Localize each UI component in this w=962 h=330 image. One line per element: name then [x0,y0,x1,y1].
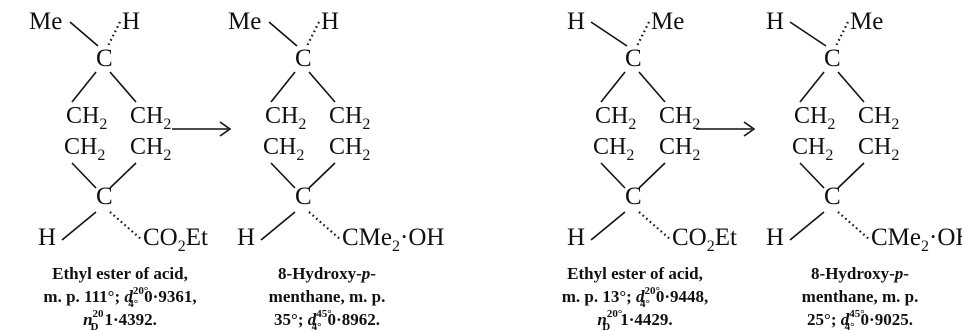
ch2-group: CH2 [329,103,370,133]
methyl-label: Me [228,8,261,35]
bond-line [799,71,825,103]
hashed-bond [835,21,849,47]
hydrogen-label: H [567,224,585,251]
bond-line [308,162,336,189]
structure-ester-b: H Me C CH2 CH2 CH2 CH2 C H CO2Et [567,8,737,255]
hashed-bond [837,211,871,241]
caption-line: Ethyl ester of acid, [567,264,703,283]
hydrogen-label: H [321,8,339,35]
hydrogen-label: H [766,8,784,35]
caption-line: 35°; d45°4°0·8962. [274,308,380,330]
carbon-bottom: C [295,183,312,210]
hydroxy-group: CMe2·OH [871,224,962,255]
structure-ester-a: Me H C CH2 CH2 CH2 CH2 C H CO2Et [29,8,208,255]
hydrogen-label: H [567,8,585,35]
bond-line [260,211,296,241]
hashed-bond [636,21,650,47]
ch2-group: CH2 [858,103,899,133]
caption-line: m. p. 111°; d20°4°0·9361, [43,285,196,310]
ch2-group: CH2 [659,134,700,164]
bond-line [109,162,137,189]
bond-line [270,162,296,189]
bond-line [268,21,298,47]
caption-line: m. p. 13°; d20°4°0·9448, [562,285,709,310]
ch2-group: CH2 [66,103,107,133]
hashed-bond [308,211,342,241]
ch2-group: CH2 [329,134,370,164]
ch2-group: CH2 [595,103,636,133]
structure-product-a: Me H C CH2 CH2 CH2 CH2 C H CMe2·OH [228,8,444,255]
carbon-bottom: C [96,183,113,210]
ch2-group: CH2 [130,134,171,164]
methyl-label: Me [850,8,883,35]
ch2-group: CH2 [130,103,171,133]
carbon-top: C [824,45,841,72]
caption-line: 25°; d45°4°0·9025. [807,308,913,330]
hydrogen-label: H [38,224,56,251]
ch2-group: CH2 [792,134,833,164]
ch2-group: CH2 [263,134,304,164]
bond-line [789,21,827,47]
methyl-label: Me [651,8,684,35]
carbon-top: C [96,45,113,72]
bond-line [837,71,865,103]
bond-line [789,211,825,241]
hydroxy-group: CMe2·OH [342,224,444,255]
ester-group: CO2Et [672,224,737,255]
bond-line [71,162,97,189]
bond-line [69,21,99,47]
bond-line [109,71,137,103]
bond-line [71,71,97,103]
carbon-top: C [295,45,312,72]
structure-product-b: H Me C CH2 CH2 CH2 CH2 C H CMe2·OH [766,8,962,255]
hydrogen-label: H [122,8,140,35]
caption-line: 8-Hydroxy-p- [278,264,376,283]
ester-group: CO2Et [143,224,208,255]
bond-line [61,211,97,241]
ch2-group: CH2 [265,103,306,133]
caption-product-a: 8-Hydroxy-p- menthane, m. p. 35°; d45°4°… [269,264,386,330]
ch2-group: CH2 [794,103,835,133]
bond-line [308,71,336,103]
ch2-group: CH2 [659,103,700,133]
ch2-group: CH2 [64,134,105,164]
bond-line [270,71,296,103]
bond-line [638,71,666,103]
reaction-arrow [172,121,232,137]
carbon-bottom: C [625,183,642,210]
caption-line: 8-Hydroxy-p- [811,264,909,283]
caption-product-b: 8-Hydroxy-p- menthane, m. p. 25°; d45°4°… [802,264,919,330]
bond-line [600,162,626,189]
hashed-bond [109,211,143,241]
hashed-bond [306,21,320,47]
reaction-arrow [696,121,756,137]
caption-line: menthane, m. p. [802,287,919,306]
hydrogen-label: H [766,224,784,251]
caption-ester-b: Ethyl ester of acid, m. p. 13°; d20°4°0·… [562,264,709,330]
hashed-bond [107,21,121,47]
ch2-group: CH2 [593,134,634,164]
hydrogen-label: H [237,224,255,251]
carbon-bottom: C [824,183,841,210]
bond-line [837,162,865,189]
carbon-top: C [625,45,642,72]
ch2-group: CH2 [858,134,899,164]
bond-line [638,162,666,189]
bond-line [600,71,626,103]
caption-ester-a: Ethyl ester of acid, m. p. 111°; d20°4°0… [43,264,196,330]
caption-line: menthane, m. p. [269,287,386,306]
bond-line [590,211,626,241]
bond-line [590,21,628,47]
caption-line: Ethyl ester of acid, [52,264,188,283]
methyl-label: Me [29,8,62,35]
hashed-bond [638,211,672,241]
bond-line [799,162,825,189]
